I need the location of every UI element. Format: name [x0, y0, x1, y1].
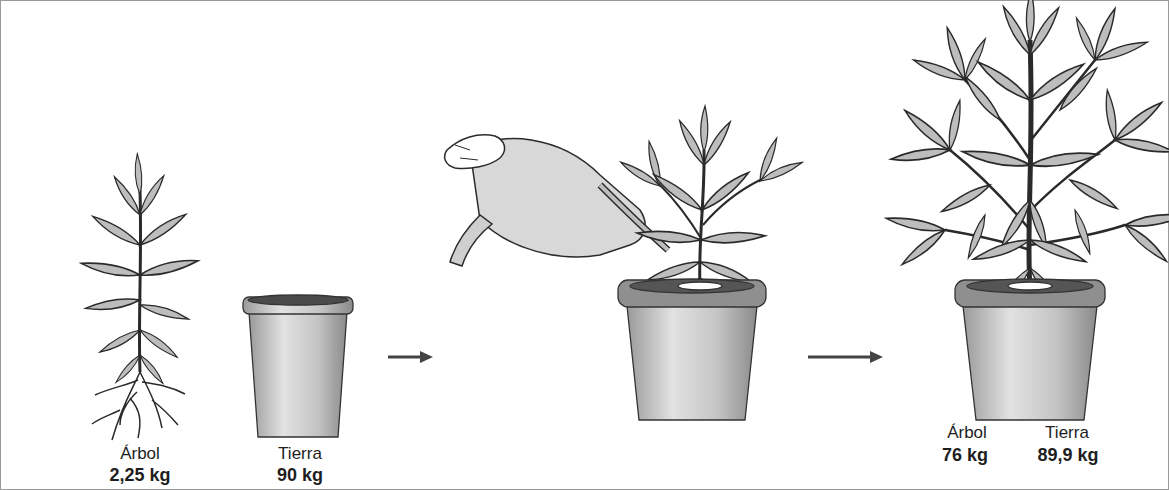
small-tree: [80, 153, 199, 440]
soil-label: Tierra: [1045, 424, 1089, 443]
soil-pot: [243, 295, 353, 437]
flow-arrow: [808, 351, 883, 363]
flow-arrow: [388, 351, 433, 363]
soil-pot: [955, 279, 1105, 420]
watering-can: [445, 135, 668, 266]
mass-value: 2,25 kg: [109, 466, 170, 486]
grown-tree: [885, 0, 1169, 306]
growing-tree: [619, 106, 804, 307]
soil-label: Tierra: [278, 445, 322, 464]
mass-value: 89,9 kg: [1037, 446, 1098, 466]
mass-value: 76 kg: [942, 446, 988, 466]
plant-label: Árbol: [947, 424, 987, 443]
soil-pot: [618, 279, 766, 420]
plant-label: Árbol: [120, 445, 160, 464]
mass-value: 90 kg: [277, 466, 323, 486]
